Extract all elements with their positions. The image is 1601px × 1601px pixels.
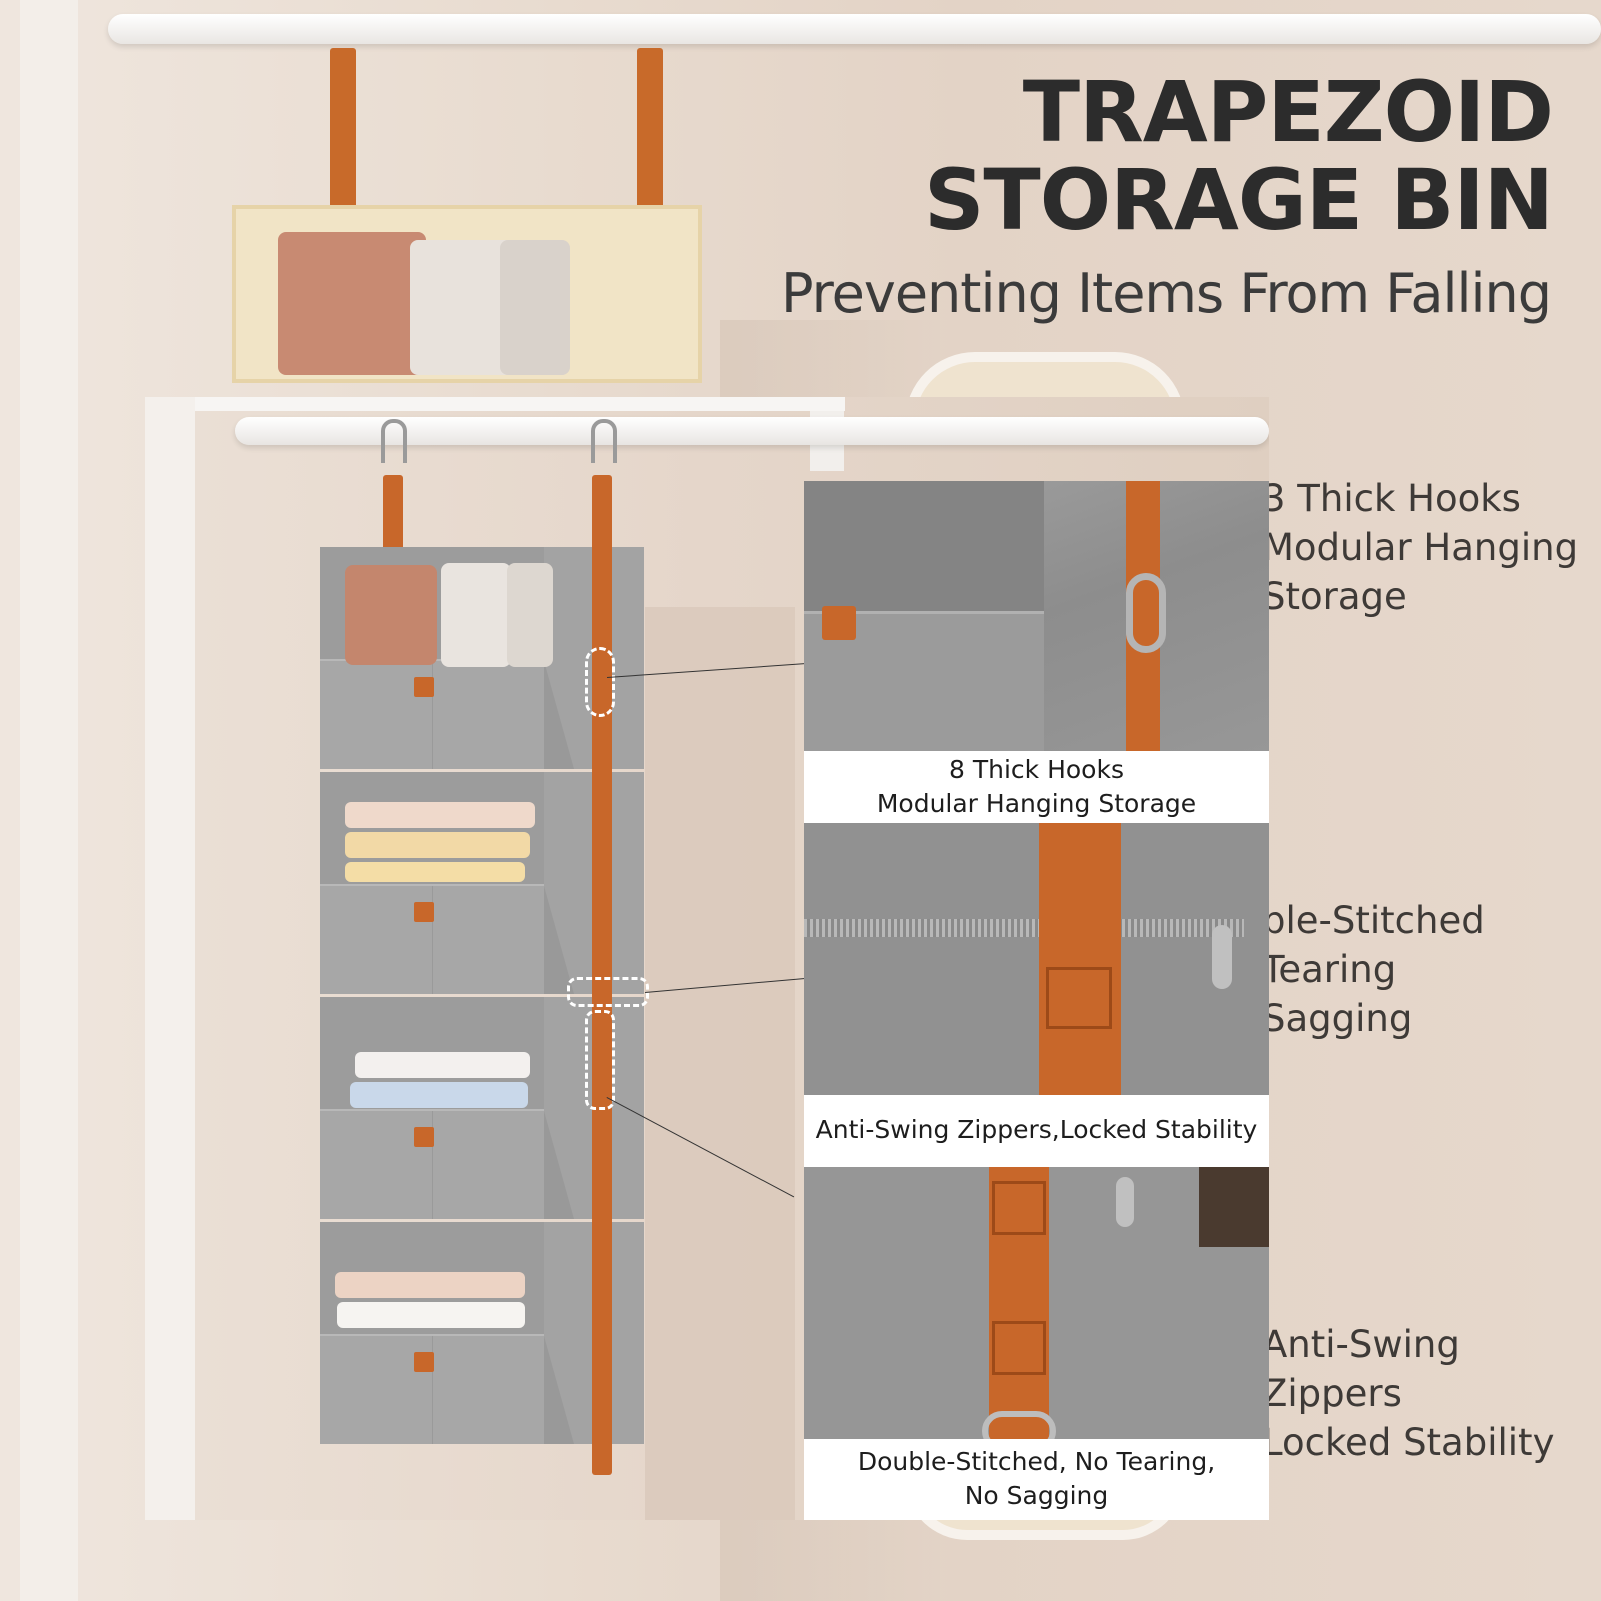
folded-clothes-blush — [335, 1272, 525, 1298]
folded-clothes-cream — [337, 1302, 525, 1328]
strap-right — [592, 475, 612, 1475]
s-hook-icon — [1126, 573, 1166, 653]
strap-left — [383, 475, 403, 555]
caption-hooks-line1: 8 Thick Hooks — [949, 755, 1124, 784]
detail-strap-stitched — [989, 1167, 1049, 1439]
caption-hooks: 8 Thick Hooks Modular Hanging Storage — [804, 751, 1269, 825]
caption-zippers: Anti-Swing Zippers,Locked Stability — [804, 1095, 1269, 1167]
side-text-stitched-line1: ble-Stitched — [1262, 899, 1485, 942]
side-text-stitched-line2: Tearing — [1262, 948, 1397, 991]
pull-tab-icon — [414, 902, 434, 922]
handbag-white — [441, 563, 511, 667]
detail-panel: 8 Thick Hooks Modular Hanging Storage An… — [804, 481, 1269, 1520]
folded-clothes-pink — [345, 802, 535, 828]
stitch-x-icon — [992, 1321, 1046, 1375]
caption-hooks-line2: Modular Hanging Storage — [876, 789, 1197, 818]
side-text-zippers-line2: Locked Stability — [1262, 1421, 1555, 1464]
side-text-stitched: ble-Stitched Tearing Sagging — [1262, 896, 1485, 1043]
pull-tab-icon — [414, 1352, 434, 1372]
stitch-x-icon — [992, 1181, 1046, 1235]
organizer-shadow — [645, 607, 795, 1520]
heading-line2: STORAGE BIN — [923, 151, 1554, 249]
storage-cube-4 — [320, 1222, 644, 1444]
detail-image-zipper — [804, 823, 1269, 1095]
background-strap-left — [330, 48, 356, 208]
pull-tab-icon — [414, 1127, 434, 1147]
caption-stitch-line1: Double-Stitched, No Tearing, — [857, 1447, 1216, 1476]
side-text-zippers-line1: Anti-Swing Zippers — [1262, 1323, 1460, 1415]
caption-stitch: Double-Stitched, No Tearing, No Sagging — [804, 1439, 1269, 1520]
callout-stitch — [585, 1010, 615, 1110]
pull-tab-icon — [414, 677, 434, 697]
caption-stitch-line2: No Sagging — [964, 1481, 1109, 1510]
folded-clothes-yellow — [345, 832, 530, 858]
folded-clothes-white — [355, 1052, 530, 1078]
stitch-x-icon — [1046, 967, 1112, 1029]
hook-left-icon — [381, 419, 407, 463]
closet-post — [145, 397, 195, 1520]
callout-hook — [585, 647, 615, 717]
background-closet-rod — [108, 14, 1601, 44]
detail-strap-wide — [1039, 823, 1121, 1095]
handbag-gray — [507, 563, 553, 667]
hook-right-icon — [591, 419, 617, 463]
heading-line1: TRAPEZOID — [1022, 63, 1554, 161]
heading-subtitle: Preventing Items From Falling — [781, 262, 1552, 325]
folded-clothes-blue — [350, 1082, 528, 1108]
zipper-pull-icon — [1212, 925, 1232, 989]
zipper-pull-icon — [1116, 1177, 1134, 1227]
handbag-pink — [345, 565, 437, 665]
background-handbag-pink — [278, 232, 426, 375]
side-text-stitched-line3: Sagging — [1262, 997, 1413, 1040]
background-post — [20, 0, 78, 1601]
zipper-track — [804, 919, 1244, 937]
closet-rod — [235, 417, 1269, 445]
callout-zipper — [567, 977, 649, 1007]
side-text-zippers: Anti-Swing Zippers Locked Stability — [1262, 1320, 1601, 1467]
closet-shelf — [195, 397, 845, 411]
side-text-hooks-line2: Modular Hanging — [1262, 526, 1579, 569]
background-handbag-gray — [500, 240, 570, 375]
side-text-hooks-line3: Storage — [1262, 575, 1407, 618]
side-text-hooks: 3 Thick Hooks Modular Hanging Storage — [1262, 474, 1578, 621]
side-text-hooks-line1: 3 Thick Hooks — [1262, 477, 1521, 520]
folded-clothes-yellow-2 — [345, 862, 525, 882]
pull-tab-icon — [822, 606, 856, 640]
